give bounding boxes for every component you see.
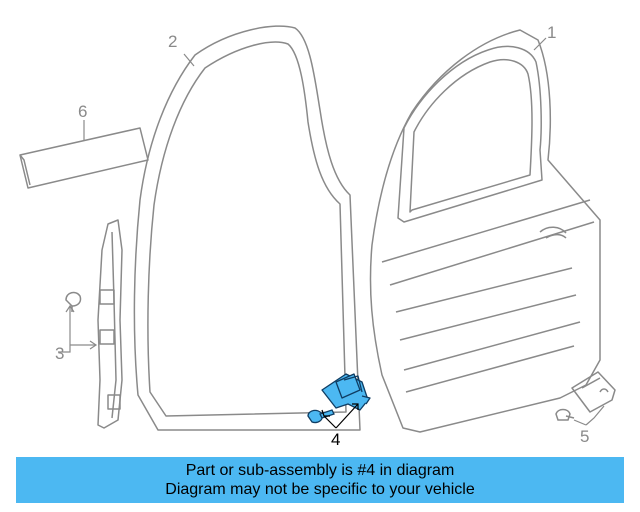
check-bracket-part [321, 373, 371, 411]
callout-1-leader [533, 37, 547, 51]
callout-4-leader [321, 403, 359, 429]
moulding-part [19, 127, 149, 189]
callout-label-6: 6 [78, 102, 88, 121]
check-bracket-bolt [307, 409, 335, 424]
banner-line-disclaimer: Diagram may not be specific to your vehi… [165, 481, 475, 498]
callout-label-5: 5 [580, 427, 590, 446]
banner-line-part-number: Part or sub-assembly is #4 in diagram [185, 462, 455, 479]
info-banner: Part or sub-assembly is #4 in diagram Di… [16, 457, 624, 503]
door-shell-part [369, 29, 601, 433]
callout-label-3: 3 [55, 344, 65, 363]
hinge-bracket-part [571, 371, 616, 413]
callout-3-leader [58, 304, 98, 353]
hinge-bolt [555, 408, 575, 421]
weatherstrip-part [133, 25, 361, 431]
callout-label-1: 1 [547, 23, 557, 42]
door-channel-part [97, 219, 123, 429]
callout-5-leader [573, 405, 605, 426]
callout-label-2: 2 [168, 32, 178, 51]
callout-2-leader [183, 53, 195, 67]
callout-label-4: 4 [331, 430, 341, 449]
